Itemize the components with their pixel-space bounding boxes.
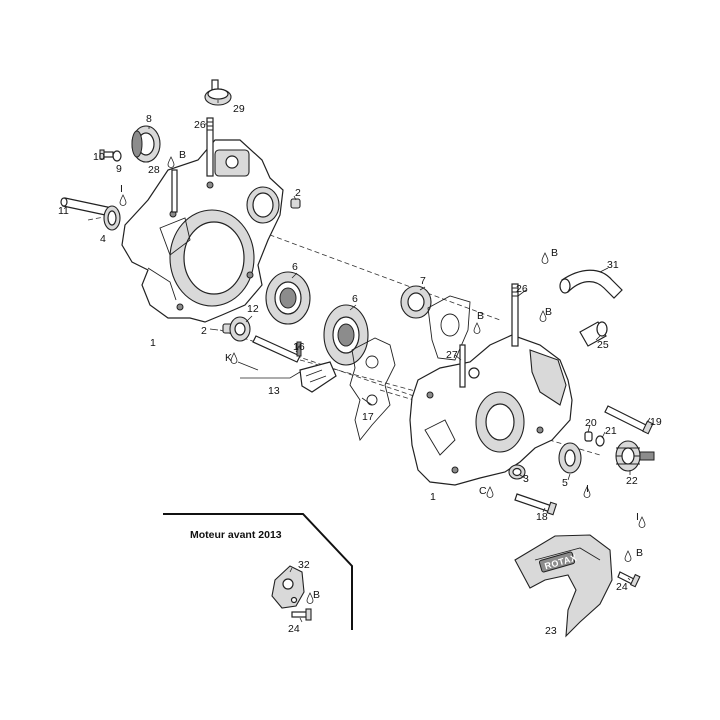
seal-4 xyxy=(103,205,121,231)
seal-5 xyxy=(558,442,582,474)
shaft-13 xyxy=(252,335,337,393)
callout-27: 27 xyxy=(446,349,458,361)
dowel-2-upper xyxy=(290,198,301,209)
callout-4: 4 xyxy=(100,233,106,245)
cover-23: ROTAX xyxy=(514,534,613,638)
callout-6-right: 6 xyxy=(352,293,358,305)
stud-28 xyxy=(171,169,178,213)
screw-24-right xyxy=(617,571,641,588)
callout-2-upper: 2 xyxy=(295,187,301,199)
callout-8: 8 xyxy=(146,113,152,125)
leader-lines xyxy=(148,100,651,623)
callout-21: 21 xyxy=(605,425,617,437)
stud-26-left xyxy=(206,117,214,177)
screw-24-inset xyxy=(291,608,312,621)
seal-8 xyxy=(131,125,161,163)
callout-labels: 1 1 2 2 3 4 5 6 6 7 8 9 10 11 12 13 16 1… xyxy=(58,103,662,637)
plate-32 xyxy=(271,565,305,609)
lube-b-case: B xyxy=(477,310,484,322)
lube-i-sprocket: I xyxy=(636,511,639,523)
bearing-6-left xyxy=(265,271,311,325)
left-crankcase-half xyxy=(121,139,284,323)
lube-b-pipe: B xyxy=(551,247,558,259)
callout-22: 22 xyxy=(626,475,638,487)
ring-21 xyxy=(595,435,605,447)
sleeve-25 xyxy=(579,321,608,347)
callout-23: 23 xyxy=(545,625,557,637)
callout-16: 16 xyxy=(293,341,305,353)
washer-9 xyxy=(112,150,122,162)
lube-b-sleeve: B xyxy=(545,306,552,318)
callout-1-left: 1 xyxy=(150,337,156,349)
bearing-6-right xyxy=(323,304,369,366)
callout-26-left: 26 xyxy=(194,119,206,131)
lube-c: C xyxy=(479,485,487,497)
sprocket-22 xyxy=(615,440,655,472)
callout-6-left: 6 xyxy=(292,261,298,273)
callout-24-right: 24 xyxy=(616,581,628,593)
sleeve-20 xyxy=(584,431,593,442)
callout-18: 18 xyxy=(536,511,548,523)
lube-k: K xyxy=(225,352,232,364)
callout-29: 29 xyxy=(233,103,245,115)
lube-b-left: B xyxy=(179,149,186,161)
right-crankcase-half xyxy=(409,334,573,486)
bearing-12 xyxy=(229,316,251,342)
plug-29 xyxy=(204,79,232,106)
callout-7: 7 xyxy=(420,275,426,287)
lube-i-left: I xyxy=(120,183,123,195)
lube-i-seal: I xyxy=(586,483,589,495)
callout-1-right: 1 xyxy=(430,491,436,503)
screw-10 xyxy=(99,149,114,160)
callout-25: 25 xyxy=(597,339,609,351)
callout-2-lower: 2 xyxy=(201,325,207,337)
callout-19: 19 xyxy=(650,416,662,428)
callout-31: 31 xyxy=(607,259,619,271)
callout-10: 10 xyxy=(93,151,105,163)
callout-17: 17 xyxy=(362,411,374,423)
pipe-31 xyxy=(559,269,623,299)
callout-32: 32 xyxy=(298,559,310,571)
lube-letters: B B B B B B I I I K C xyxy=(120,149,643,601)
callout-24-inset: 24 xyxy=(288,623,300,635)
stud-26-right xyxy=(511,283,519,347)
callout-20: 20 xyxy=(585,417,597,429)
callout-11: 11 xyxy=(58,205,69,217)
callout-26-right: 26 xyxy=(516,283,528,295)
seal-7 xyxy=(400,285,432,319)
lube-b-cover: B xyxy=(636,547,643,559)
callout-28: 28 xyxy=(148,164,160,176)
stud-27 xyxy=(459,344,466,388)
screw-18 xyxy=(514,493,558,516)
callout-3: 3 xyxy=(523,473,529,485)
callout-5: 5 xyxy=(562,477,568,489)
inset-caption: Moteur avant 2013 xyxy=(190,529,282,541)
screw-19 xyxy=(604,405,654,435)
callout-12: 12 xyxy=(247,303,259,315)
callout-13: 13 xyxy=(268,385,280,397)
lube-b-inset: B xyxy=(313,589,320,601)
pin-16 xyxy=(296,341,302,357)
inset-frame xyxy=(163,513,353,630)
callout-9: 9 xyxy=(116,163,122,175)
